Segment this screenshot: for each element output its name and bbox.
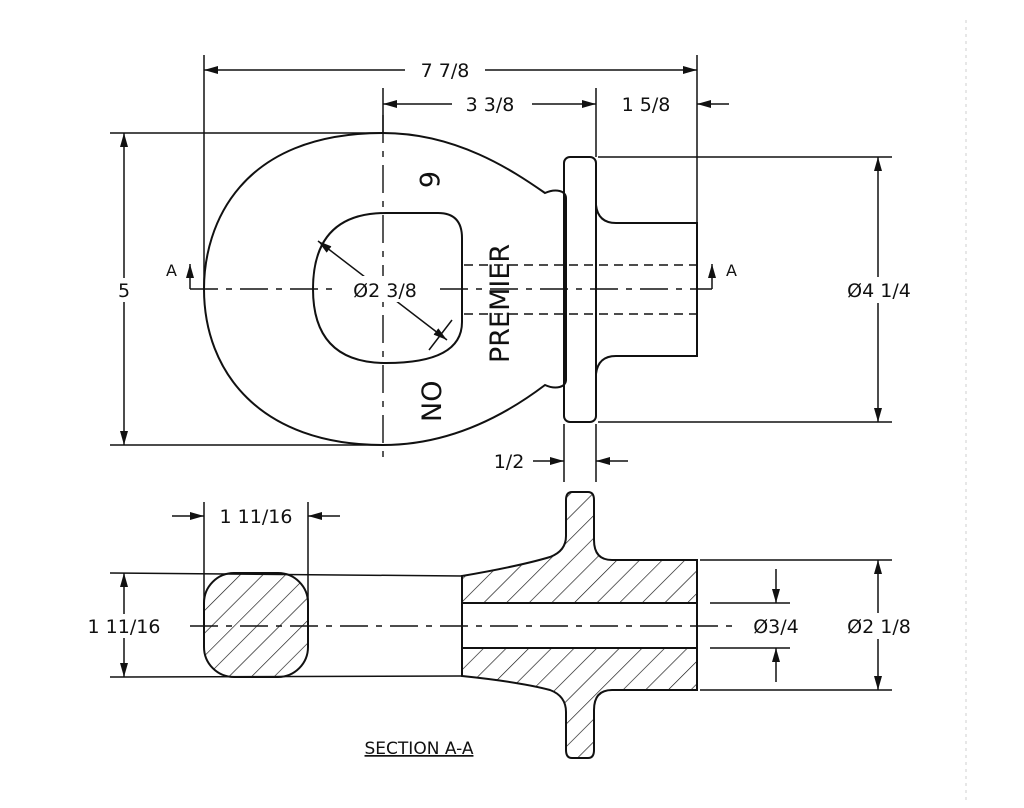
hole-diameter-tick (428, 319, 453, 351)
dim-bore-diameter: Ø3/4 (753, 616, 799, 638)
dim-flange-diameter: Ø4 1/4 (847, 280, 911, 302)
ring-section-hatch (204, 573, 308, 677)
dim-height: 5 (118, 280, 130, 302)
dim-ring-section-height: 1 11/16 (88, 616, 161, 638)
engraving-number: 6 (413, 171, 444, 188)
dim-flange-thickness: 1/2 (494, 451, 525, 473)
profile-line-bottom (109, 675, 463, 678)
eye-outline (202, 131, 567, 447)
top-dimensions: 7 7/8 3 3/8 1 5/8 5 Ø4 1/4 1/2 (110, 55, 920, 482)
dim-ring-section: 1 11/16 (220, 506, 293, 528)
dim-eye-to-flange: 3 3/8 (466, 94, 515, 116)
section-dimensions: 1 11/16 1 11/16 Ø3/4 Ø2 1/8 SECTION A-A (84, 502, 920, 759)
engraving-prefix: NO (417, 381, 448, 422)
dim-hole-diameter: Ø2 3/8 (353, 280, 417, 302)
dim-overall-length: 7 7/8 (421, 60, 470, 82)
dim-shank-length: 1 5/8 (622, 94, 671, 116)
section-view (109, 491, 735, 759)
top-view: A A PREMIER NO 6 Ø2 3/8 (166, 115, 737, 462)
dim-shank-diameter: Ø2 1/8 (847, 616, 911, 638)
shank-section-hatch (462, 492, 697, 758)
engraving-brand: PREMIER (485, 244, 516, 363)
section-title: SECTION A-A (365, 739, 474, 759)
profile-line-top (109, 572, 463, 577)
shank-section-outline (461, 491, 698, 759)
section-marker-left-label: A (166, 261, 177, 280)
section-marker-right-label: A (726, 261, 737, 280)
